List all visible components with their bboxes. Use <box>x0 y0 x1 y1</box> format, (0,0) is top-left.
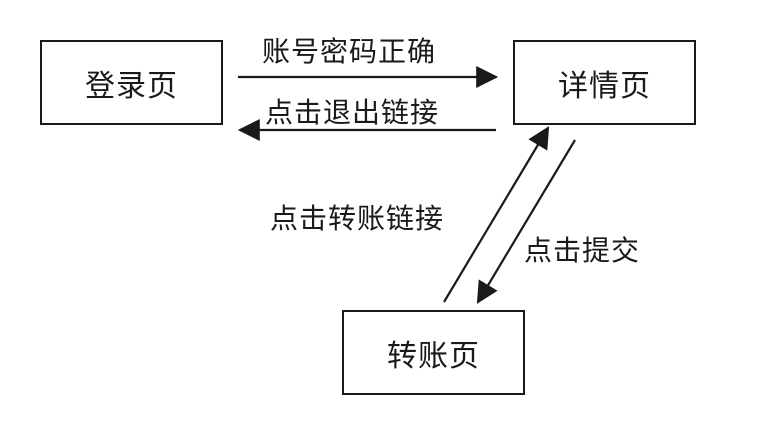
arrow-transfer-to-detail <box>443 126 550 303</box>
edge-label-login-to-detail: 账号密码正确 <box>262 35 437 68</box>
edge-label-transfer-to-detail: 点击转账链接 <box>270 202 445 235</box>
node-login-page: 登录页 <box>40 40 223 125</box>
node-transfer-page: 转账页 <box>342 310 525 395</box>
node-transfer-label: 转账页 <box>387 338 480 374</box>
node-detail-page: 详情页 <box>513 40 696 125</box>
arrow-detail-to-transfer <box>476 139 576 304</box>
node-login-label: 登录页 <box>85 68 178 104</box>
edge-label-detail-to-login: 点击退出链接 <box>265 96 440 129</box>
edge-label-detail-to-transfer: 点击提交 <box>524 234 641 267</box>
node-detail-label: 详情页 <box>558 68 651 104</box>
